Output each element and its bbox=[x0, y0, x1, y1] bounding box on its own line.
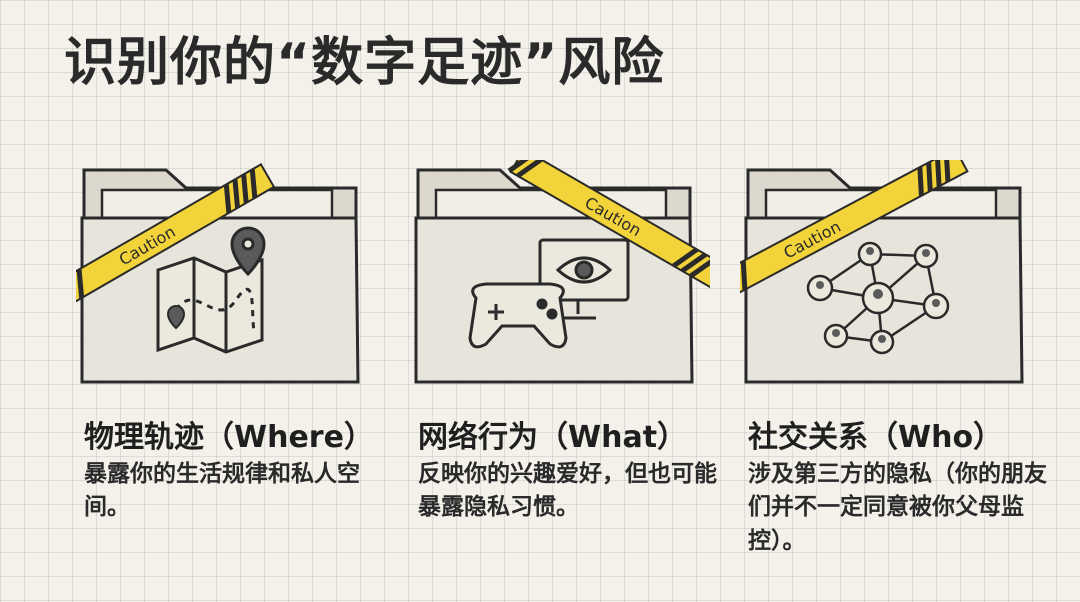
card-where: Caution 物理轨迹（Where） 暴露你的生活规律和私人空间。 bbox=[76, 160, 376, 560]
card-description: 涉及第三方的隐私（你的朋友们并不一定同意被你父母监控）。 bbox=[748, 461, 1047, 554]
folder-icon: Caution bbox=[740, 160, 1024, 384]
card-heading: 物理轨迹（Where） bbox=[84, 420, 374, 455]
social-network-icon bbox=[806, 241, 950, 355]
card-heading: 社交关系（Who） bbox=[748, 420, 1004, 455]
caution-tape: Caution bbox=[76, 163, 276, 304]
page-title: 识别你的“数字足迹”风险 bbox=[64, 33, 665, 93]
game-and-monitor-icon bbox=[468, 238, 630, 349]
folder-icon: Caution bbox=[414, 160, 710, 384]
card-who: Caution 社交关系（Who） 涉及第三方的隐私（你的朋友们并不一定同意被你… bbox=[740, 160, 1047, 560]
folder-icon: Caution bbox=[76, 163, 360, 384]
card-what: Caution 网络行为（What） 反映你的兴趣爱好，但也可能暴露隐私习惯。 bbox=[410, 160, 717, 560]
card-heading: 网络行为（What） bbox=[418, 420, 688, 455]
card-description: 暴露你的生活规律和私人空间。 bbox=[84, 461, 360, 521]
map-icon bbox=[156, 226, 266, 354]
card-description: 反映你的兴趣爱好，但也可能暴露隐私习惯。 bbox=[418, 461, 717, 521]
